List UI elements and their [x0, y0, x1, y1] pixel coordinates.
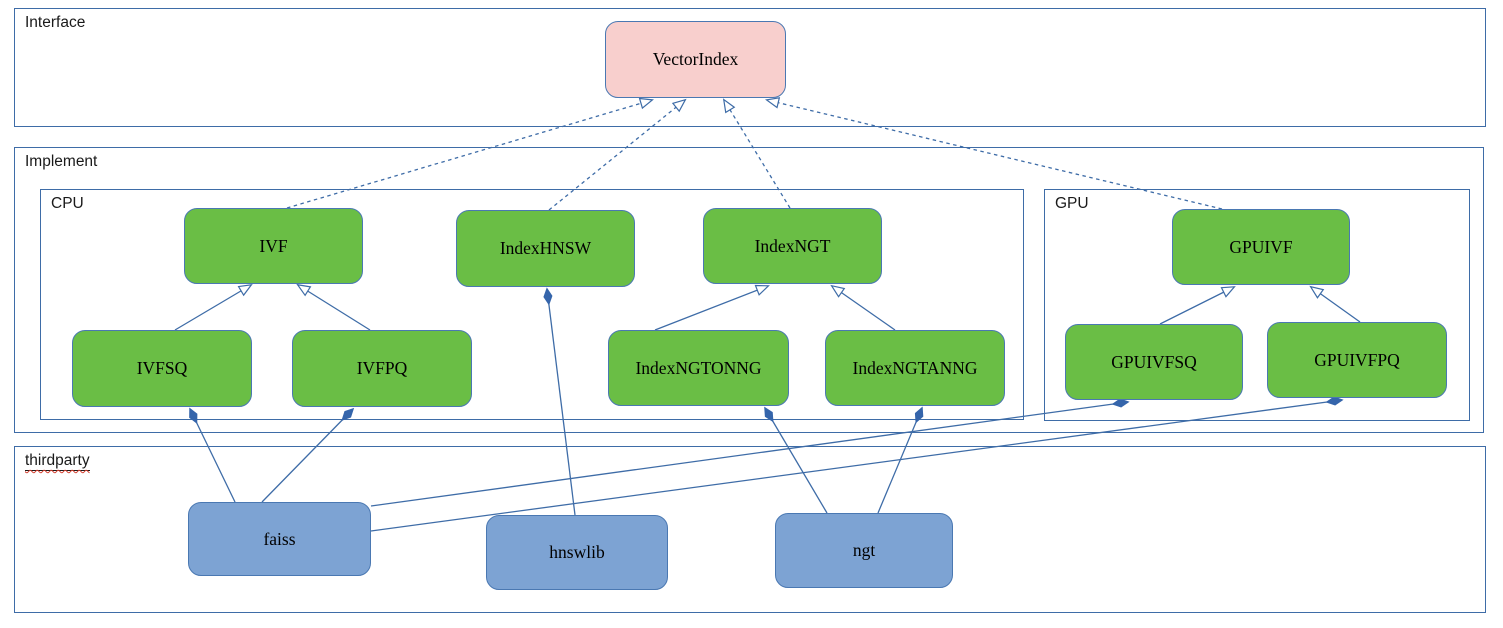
node-faiss[interactable]: faiss: [188, 502, 371, 576]
node-ivfsq-label: IVFSQ: [136, 358, 188, 378]
node-vectorindex-label: VectorIndex: [652, 49, 739, 69]
node-indexngtanng[interactable]: IndexNGTANNG: [825, 330, 1005, 406]
container-implement-label: Implement: [25, 153, 98, 170]
node-ivf-label: IVF: [259, 235, 288, 256]
node-gpuivfsq-label: GPUIVFSQ: [1111, 351, 1197, 372]
node-gpuivfpq-label: GPUIVFPQ: [1314, 349, 1400, 370]
node-gpuivfsq[interactable]: GPUIVFSQ: [1065, 324, 1243, 400]
node-indexngt[interactable]: IndexNGT: [703, 208, 882, 284]
node-indexngtonng[interactable]: IndexNGTONNG: [608, 330, 789, 406]
node-faiss-label: faiss: [263, 528, 296, 549]
node-ivfpq[interactable]: IVFPQ: [292, 330, 472, 407]
node-gpuivf[interactable]: GPUIVF: [1172, 209, 1350, 285]
node-indexngtanng-label: IndexNGTANNG: [852, 357, 978, 378]
node-gpuivf-label: GPUIVF: [1229, 236, 1293, 257]
container-gpu-label: GPU: [1055, 195, 1089, 212]
node-ngt-label: ngt: [852, 540, 876, 560]
node-ivf[interactable]: IVF: [184, 208, 363, 284]
container-interface-label: Interface: [25, 14, 86, 31]
node-gpuivfpq[interactable]: GPUIVFPQ: [1267, 322, 1447, 398]
node-hnswlib[interactable]: hnswlib: [486, 515, 668, 590]
node-indexhnsw-label: IndexHNSW: [499, 238, 592, 258]
node-ivfpq-label: IVFPQ: [356, 358, 408, 378]
node-hnswlib-label: hnswlib: [549, 542, 605, 562]
node-ivfsq[interactable]: IVFSQ: [72, 330, 252, 407]
node-indexngtonng-label: IndexNGTONNG: [635, 357, 762, 378]
node-ngt[interactable]: ngt: [775, 513, 953, 588]
container-cpu-label: CPU: [51, 195, 84, 212]
node-vectorindex[interactable]: VectorIndex: [605, 21, 786, 98]
container-thirdparty-label-text: thirdparty: [25, 452, 90, 469]
node-indexhnsw[interactable]: IndexHNSW: [456, 210, 635, 287]
container-thirdparty-label: thirdparty: [25, 452, 90, 471]
node-indexngt-label: IndexNGT: [754, 235, 831, 256]
